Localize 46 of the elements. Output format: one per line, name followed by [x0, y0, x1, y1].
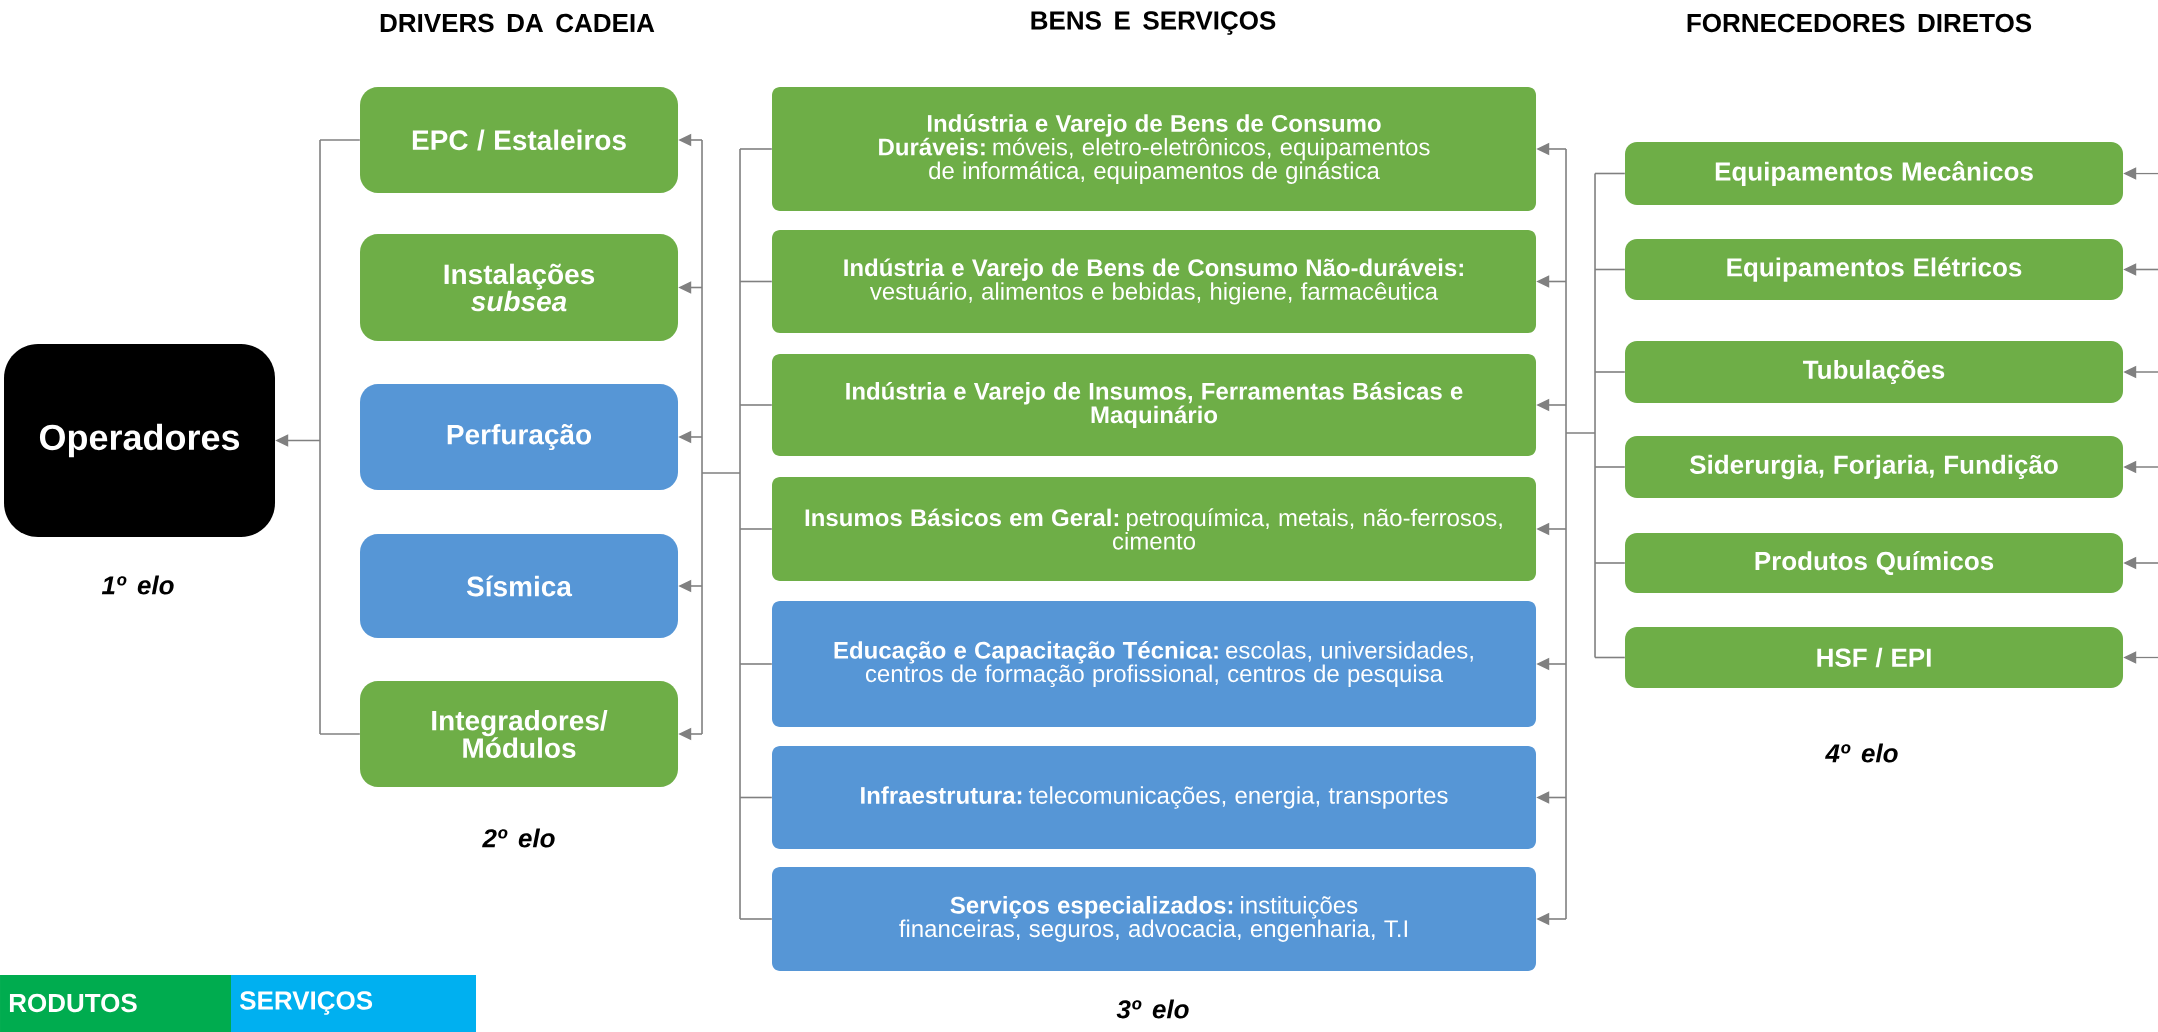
driver-box: Integradores/ Módulos	[360, 681, 678, 787]
category-box: Infraestrutura: telecomunicações, energia, transportes	[772, 746, 1536, 849]
supplier-box: Equipamentos Mecânicos	[1625, 142, 2123, 205]
connector-line	[739, 663, 773, 665]
driver-box: EPC / Estaleiros	[360, 87, 678, 193]
connector-line	[1594, 656, 1626, 659]
tier-label: 1º elo	[101, 575, 174, 595]
supplier-box: Equipamentos Elétricos	[1625, 239, 2123, 300]
connector-line	[319, 139, 361, 141]
connector-line	[319, 139, 321, 735]
column-heading: FORNECEDORES DIRETOS	[1687, 13, 2032, 33]
driver-box: Sísmica	[360, 534, 678, 638]
category-box: Indústria e Varejo de Bens de Consumo Não-duráveis: vestuário, alimentos e bebidas, higiene, farmacêutica	[772, 230, 1536, 333]
column-heading: DRIVERS DA CADEIA	[380, 13, 655, 33]
connector-line	[1594, 172, 1626, 175]
connector-line	[319, 733, 361, 735]
supplier-box: Produtos Químicos	[1625, 533, 2123, 593]
legend-label: SERVIÇOS	[239, 991, 373, 1015]
column-heading: BENS E SERVIÇOS	[1031, 11, 1276, 35]
supplier-box: Siderurgia, Forjaria, Fundição	[1625, 436, 2123, 498]
connector-line	[739, 528, 773, 530]
category-box: Insumos Básicos em Geral: petroquímica, metais, não-ferrosos, cimento	[772, 477, 1536, 581]
supplier-box: HSF / EPI	[1625, 627, 2123, 688]
tier-label: 4º elo	[1825, 743, 1898, 763]
connector-line	[739, 148, 773, 150]
legend-label: RODUTOS	[9, 993, 137, 1013]
connector-line	[739, 918, 773, 920]
tier-label: 3º elo	[1116, 999, 1189, 1019]
driver-box: Instalações subsea	[360, 234, 678, 341]
connector-line	[1594, 268, 1626, 271]
connector-line	[739, 404, 773, 406]
category-box: Educação e Capacitação Técnica: escolas, universidades, centros de formação profissional, centros de pesquisa	[772, 601, 1536, 727]
category-box: Indústria e Varejo de Bens de Consumo Duráveis: móveis, eletro-eletrônicos, equipamentos de informática, equipamentos de ginástica	[772, 87, 1536, 211]
connector-line	[1594, 466, 1626, 468]
connector-line	[739, 280, 773, 283]
connector-line	[1594, 371, 1626, 373]
operator-box: Operadores	[4, 344, 275, 537]
connector-line	[701, 139, 741, 920]
connector-line	[1594, 562, 1626, 564]
category-box: Indústria e Varejo de Insumos, Ferramentas Básicas e Maquinário	[772, 354, 1536, 456]
connector-line	[739, 796, 773, 799]
connector-line	[1565, 148, 1596, 920]
category-box: Serviços especializados: instituições financeiras, seguros, advocacia, engenharia, T.I	[772, 867, 1536, 971]
driver-box: Perfuração	[360, 384, 678, 490]
tier-label: 2º elo	[482, 828, 555, 848]
supplier-box: Tubulações	[1625, 341, 2123, 403]
